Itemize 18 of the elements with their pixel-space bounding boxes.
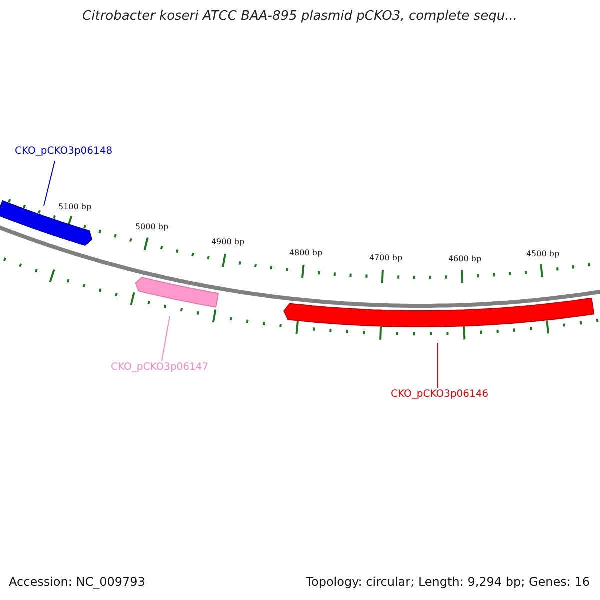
gene-arrow [284,298,595,328]
gene-label: CKO_pCKO3p06148 [15,146,113,157]
tick-label: 4800 bp [289,248,323,258]
gene-label: CKO_pCKO3p06146 [391,389,489,400]
diagram-title: Citrobacter koseri ATCC BAA-895 plasmid pCKO3, complete sequ... [82,9,518,24]
leader-line [162,316,170,362]
summary-text: Topology: circular; Length: 9,294 bp; Genes: 16 [306,575,590,589]
gene-label: CKO_pCKO3p06147 [111,362,209,373]
accession-text: Accession: NC_009793 [9,575,146,589]
tick-label: 5100 bp [58,202,92,212]
gene-arrow [0,200,93,246]
tick-label: 4600 bp [448,254,482,264]
tick-label: 4900 bp [211,238,245,246]
tick-label: 4500 bp [526,250,560,258]
gene-arrow [135,277,220,308]
leader-line [44,160,56,206]
tick-label: 4700 bp [369,254,403,262]
tick-label: 5000 bp [135,222,169,232]
